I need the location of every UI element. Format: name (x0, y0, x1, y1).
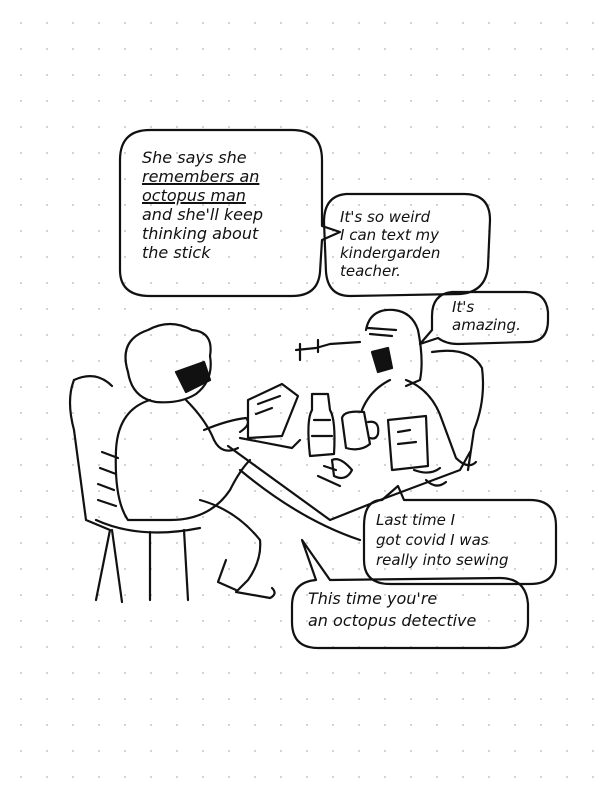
tablet (386, 414, 430, 472)
speech-bubble-4-outline (362, 484, 558, 586)
right-chair (430, 349, 485, 472)
speech-bubble-5: This time you're an octopus detective (308, 588, 476, 632)
bubble-2-line-3: kindergarden (340, 244, 441, 262)
right-woman-hair (364, 308, 423, 388)
speech-bubble-4: Last time I got covid I was really into … (376, 510, 509, 570)
bubble-1-line-2: remembers an (142, 167, 260, 186)
table (226, 444, 472, 522)
laptop (246, 382, 300, 440)
speech-bubble-3-outline (418, 290, 550, 346)
bubble-4-line-2: got covid I was (376, 531, 489, 549)
bubble-2-line-4: teacher. (340, 262, 401, 280)
bubble-3-line-2: amazing. (452, 316, 521, 334)
bubble-1-line-6: the stick (142, 243, 211, 262)
speech-bubble-3: It's amazing. (452, 298, 521, 334)
bubble-2-line-2: I can text my (340, 226, 440, 244)
bubble-1-line-3: octopus man (142, 186, 246, 205)
speech-bubble-5-outline (290, 538, 530, 650)
sewing-items (294, 338, 362, 362)
right-woman-mask (370, 346, 394, 374)
bubble-3-line-1: It's (452, 298, 475, 316)
bubble-4-line-1: Last time I (376, 511, 456, 529)
speech-bubble-2-outline (322, 192, 492, 298)
bubble-5-line-2: an octopus detective (308, 611, 477, 630)
bubble-5-line-1: This time you're (308, 589, 438, 608)
bubble-1-line-1: She says she (142, 148, 247, 167)
left-woman-mask (174, 360, 212, 394)
left-woman-hair (124, 322, 212, 404)
right-woman-body (360, 378, 478, 467)
bubble-2-line-1: It's so weird (340, 208, 431, 226)
chair (68, 378, 112, 602)
bubble-1-line-5: thinking about (142, 224, 259, 243)
speech-bubble-2: It's so weird I can text my kindergarden… (340, 208, 440, 280)
speech-bubble-1: She says she remembers an octopus man an… (142, 148, 263, 262)
bubble-4-line-3: really into sewing (376, 551, 509, 569)
left-woman-body (114, 398, 252, 522)
left-woman-legs (198, 498, 276, 600)
speech-bubble-1-outline (118, 128, 342, 298)
bubble-1-line-4: and she'll keep (142, 205, 263, 224)
bottle (307, 392, 336, 458)
mug (340, 410, 372, 451)
